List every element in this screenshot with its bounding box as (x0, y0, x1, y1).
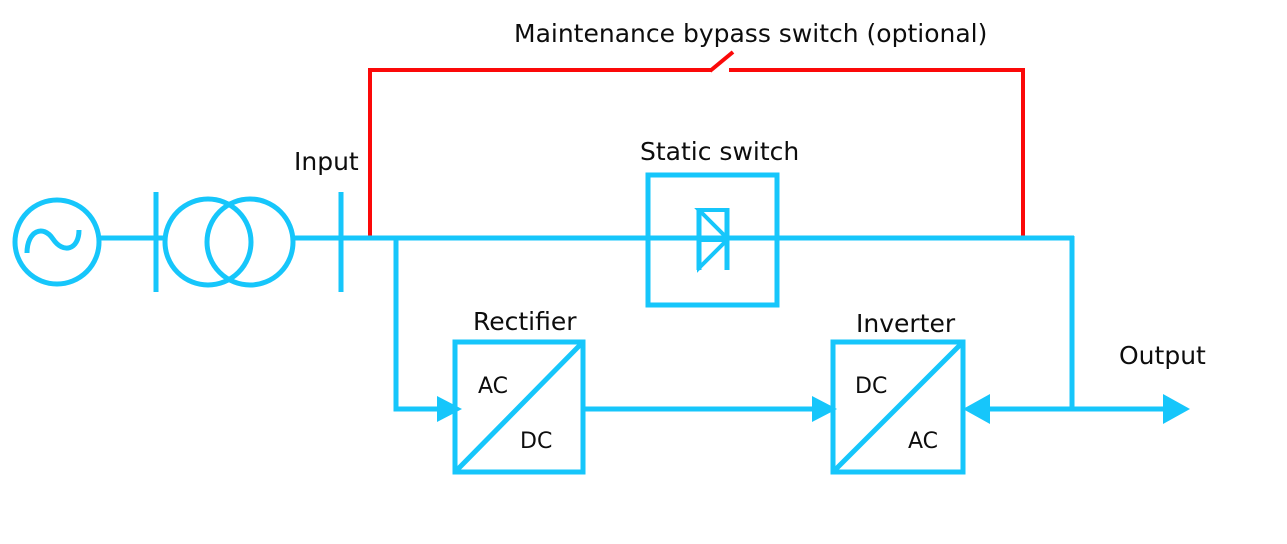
rectifier-branch-wire (393, 238, 437, 412)
thyristor-upper-triangle (694, 208, 729, 243)
transformer-secondary-winding (204, 196, 296, 288)
output-label: Output (1119, 341, 1206, 370)
inverter-input-type-label: DC (855, 374, 887, 399)
input-label: Input (294, 147, 359, 176)
rectifier-input-arrowhead (437, 396, 462, 422)
inverter-label: Inverter (856, 309, 956, 338)
inverter-block[interactable]: DC AC (830, 339, 966, 475)
static-switch-block[interactable] (645, 172, 780, 308)
inverter-input-arrowhead (812, 396, 837, 422)
maintenance-bypass-path[interactable] (368, 50, 1025, 240)
inverter-output-type-label: AC (908, 429, 938, 454)
maintenance-bypass-label: Maintenance bypass switch (optional) (514, 19, 987, 48)
ac-source-symbol[interactable] (12, 197, 102, 287)
rectifier-diagonal (455, 342, 583, 472)
transformer-primary-winding (162, 196, 254, 288)
rectifier-output-type-label: DC (520, 429, 552, 454)
static-switch-label: Static switch (640, 137, 799, 166)
transformer-symbol[interactable] (162, 196, 296, 288)
rectifier-input-type-label: AC (478, 374, 508, 399)
bypass-switch-blade[interactable] (708, 50, 735, 73)
inverter-box (830, 339, 966, 475)
inverter-diagonal (833, 342, 963, 472)
output-right-arrowhead (1163, 394, 1190, 424)
sine-wave-glyph (24, 228, 82, 254)
ac-source-circle (12, 197, 102, 287)
output-left-arrowhead (963, 394, 990, 424)
rectifier-block[interactable]: AC DC (452, 339, 586, 475)
rectifier-label: Rectifier (473, 307, 577, 336)
thyristor-lower-triangle (697, 238, 732, 273)
